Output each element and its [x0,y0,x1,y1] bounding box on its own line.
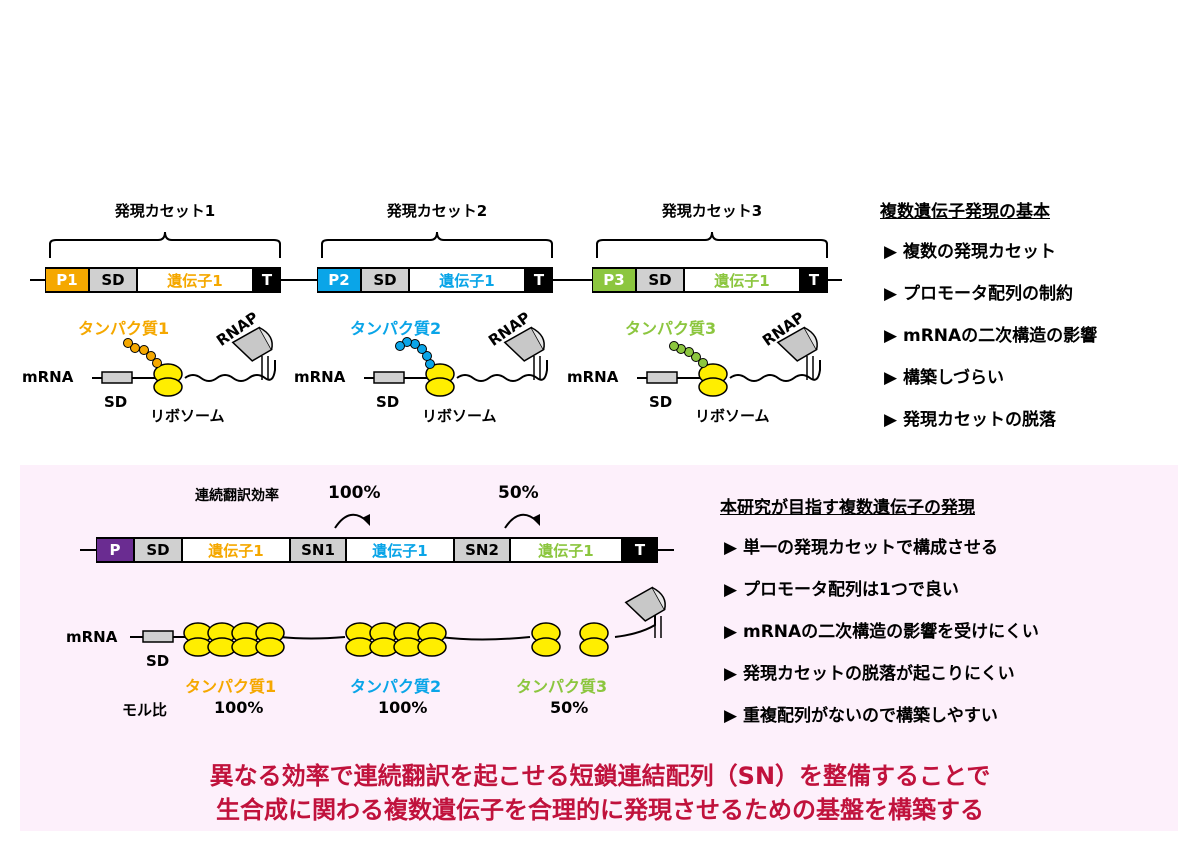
gene-1-box: 遺伝子1 [182,537,290,563]
bottom-bullet-1: ▶ 単一の発現カセットで構成させる [724,538,998,558]
cassette-1-title: 発現カセット1 [114,202,216,220]
protein-1-label: タンパク質1 [78,319,170,338]
expression-unit-3 [637,326,821,397]
bottom-bullet-3: ▶ mRNAの二次構造の影響を受けにくい [724,622,1039,642]
ratio-3: 50% [550,698,589,717]
top-bullet-3: ▶ mRNAの二次構造の影響 [884,326,1098,346]
sn2-box: SN2 [454,537,510,563]
terminator-box: T [800,267,828,293]
ribosome-cluster-2 [345,622,447,657]
ratio-2: 100% [378,698,428,717]
conclusion-line-2: 生合成に関わる複数遺伝子を合理的に発現させるための基盤を構築する [216,796,984,824]
cassette-2-title: 発現カセット2 [386,202,488,220]
expression-unit-2 [364,326,548,397]
rnap-icon [624,586,666,622]
efficiency-value-1: 100% [328,483,381,503]
cassette-2-bar: P2 SD 遺伝子1 T [317,267,553,293]
protein-3-label: タンパク質3 [516,677,608,696]
gene-box: 遺伝子1 [684,267,800,293]
single-cassette-bar: P SD 遺伝子1 SN1 遺伝子1 SN2 遺伝子1 T [96,537,658,563]
mol-ratio-label: モル比 [122,701,168,719]
promoter-box: P1 [45,267,89,293]
gene-box: 遺伝子1 [137,267,253,293]
bottom-heading: 本研究が目指す複数遺伝子の発現 [720,498,975,518]
mrna-label: mRNA [66,628,118,646]
ratio-1: 100% [214,698,264,717]
cassette-2-brace [321,231,553,258]
top-heading: 複数遺伝子発現の基本 [880,202,1050,222]
cassette-3-brace [596,231,828,258]
gene-box: 遺伝子1 [409,267,525,293]
sn1-box: SN1 [290,537,346,563]
cassette-3-title: 発現カセット3 [661,202,763,220]
sd-box: SD [636,267,684,293]
gene-2-box: 遺伝子1 [346,537,454,563]
sd-label-3: SD [649,393,673,411]
bottom-bullet-2: ▶ プロモータ配列は1つで良い [724,580,959,600]
terminator-box: T [253,267,281,293]
sd-box [142,630,174,643]
mrna-label-3: mRNA [567,368,619,386]
top-bullet-2: ▶ プロモータ配列の制約 [884,284,1073,304]
bottom-bullet-4: ▶ 発現カセットの脱落が起こりにくい [724,664,1015,684]
protein-2-label: タンパク質2 [350,319,442,338]
protein-3-label: タンパク質3 [625,319,717,338]
mrna-strand [173,615,656,641]
protein-1-label: タンパク質1 [185,677,277,696]
gene-3-box: 遺伝子1 [510,537,622,563]
expression-unit-1 [92,326,276,397]
ribosome-label-2: リボソーム [422,407,497,425]
top-bullet-5: ▶ 発現カセットの脱落 [884,410,1056,430]
cassette-1-brace [49,231,281,258]
top-bullet-1: ▶ 複数の発現カセット [884,242,1056,262]
ribosome-cluster-3 [531,622,609,657]
terminator-box: T [525,267,553,293]
sd-box: SD [361,267,409,293]
cassette-3-bar: P3 SD 遺伝子1 T [592,267,828,293]
sd-box: SD [134,537,182,563]
ribosome-label-1: リボソーム [150,407,225,425]
efficiency-value-2: 50% [498,483,539,503]
bottom-bullet-5: ▶ 重複配列がないので構築しやすい [724,706,998,726]
sd-label: SD [146,652,170,670]
ribosome-cluster-1 [183,622,285,657]
promoter-box: P3 [592,267,636,293]
mrna-label-1: mRNA [22,368,74,386]
promoter-box: P [96,537,134,563]
rnap-icon [231,326,273,362]
cassette-1-bar: P1 SD 遺伝子1 T [45,267,281,293]
ribosome-small [153,377,183,397]
mrna-label-2: mRNA [294,368,346,386]
mrna-strand [184,360,276,382]
conclusion-line-1: 異なる効率で連続翻訳を起こせる短鎖連結配列（SN）を整備することで [209,762,991,790]
arrow-2-icon [504,513,539,529]
top-bullet-4: ▶ 構築しづらい [884,368,1004,388]
sd-label-2: SD [376,393,400,411]
sd-label-1: SD [104,393,128,411]
ribosome-label-3: リボソーム [695,407,770,425]
protein-2-label: タンパク質2 [350,677,442,696]
promoter-box: P2 [317,267,361,293]
sd-box: SD [89,267,137,293]
arrow-1-icon [334,513,369,529]
efficiency-label: 連続翻訳効率 [195,488,279,504]
terminator-box: T [622,537,658,563]
